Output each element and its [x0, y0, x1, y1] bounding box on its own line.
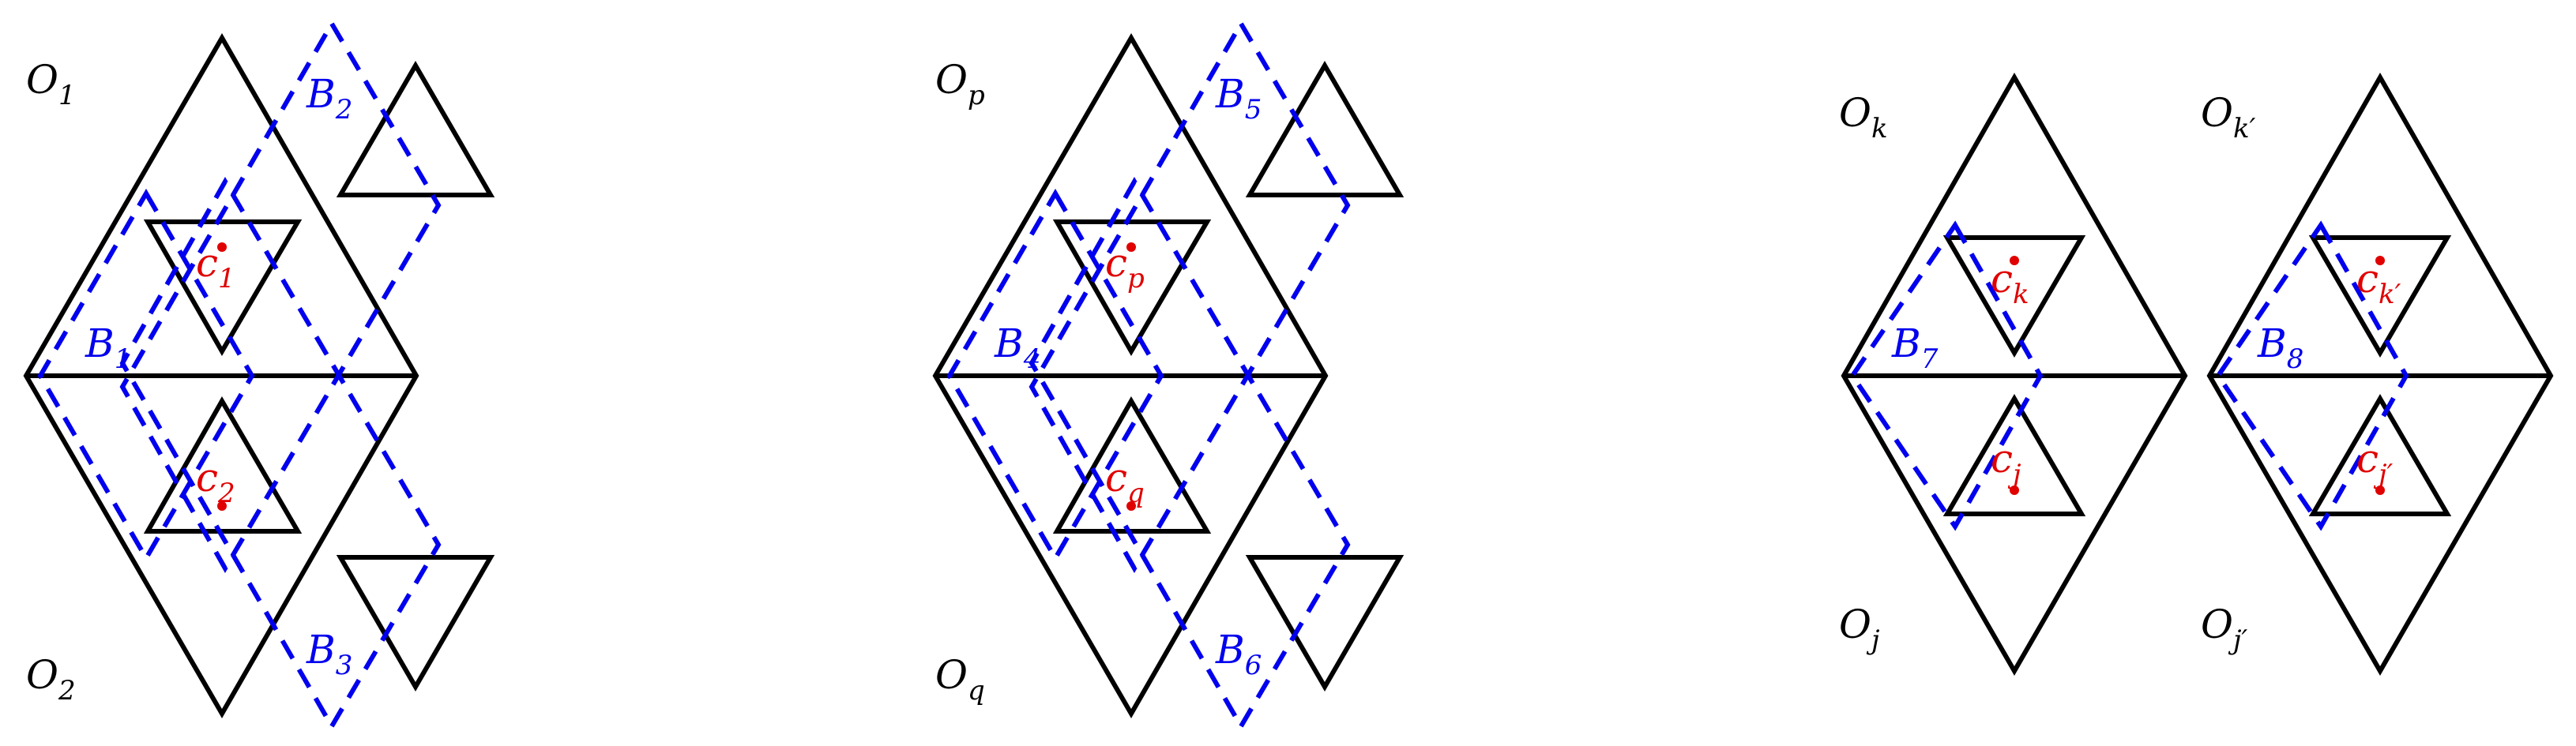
center-ck-dot: [2010, 256, 2019, 265]
inner-triangle-ckp: [2308, 235, 2452, 358]
rhombus-4: [2206, 72, 2554, 676]
label-cj: cj: [1991, 436, 2021, 490]
box-B3: [119, 176, 442, 731]
inner-triangle-cj: [1942, 394, 2086, 516]
label-c1: c1: [196, 240, 235, 294]
inner-triangle-cjp: [2308, 394, 2452, 516]
panel-2: Op Oq B5 B4 B6 cp cq: [932, 19, 1405, 731]
label-B6: B6: [1215, 627, 1262, 681]
inner-triangle-cq: [1052, 395, 1212, 534]
box-B6: [1029, 176, 1351, 731]
label-cp: cp: [1105, 240, 1145, 294]
inner-triangle-c1: [143, 219, 303, 356]
label-O1: O1: [26, 57, 76, 111]
label-ck: ck: [1991, 256, 2029, 310]
outer-triangle-bottom-1: [336, 555, 495, 692]
inner-triangle-cp: [1052, 219, 1212, 356]
label-B5: B5: [1215, 71, 1262, 126]
center-cp-dot: [1126, 242, 1136, 252]
box-B8: [2215, 220, 2409, 531]
box-B5: [1029, 19, 1351, 574]
box-B2: [119, 19, 442, 574]
label-B8: B8: [2257, 321, 2303, 375]
label-Op: Op: [935, 57, 985, 111]
outer-triangle-bottom-2: [1245, 555, 1405, 692]
label-cjp: cj′: [2356, 436, 2394, 490]
center-cq-dot: [1126, 501, 1136, 511]
center-ckp-dot: [2375, 256, 2385, 265]
panel-4: Ok′ Oj′ B8 ck′ cj′: [2201, 72, 2554, 676]
label-ckp: ck′: [2356, 256, 2401, 310]
label-B1: B1: [85, 321, 131, 375]
outer-triangle-top-2: [1245, 61, 1405, 197]
panel-1: O1 O2 B2 B1 B3 c1 c2: [23, 19, 495, 731]
rhombus-1: [23, 32, 419, 719]
panel-3: Ok Oj B7 ck cj: [1839, 72, 2188, 676]
rhombus-2: [932, 32, 1329, 719]
label-B3: B3: [306, 627, 352, 681]
label-Ok: Ok: [1839, 90, 1888, 144]
label-O2: O2: [26, 652, 76, 707]
center-c1-dot: [217, 242, 227, 252]
rhombus-3: [1841, 72, 2188, 676]
inner-triangle-c2: [143, 395, 303, 534]
label-c2: c2: [196, 455, 235, 509]
inner-triangle-ck: [1942, 235, 2086, 358]
box-B7: [1849, 220, 2044, 531]
center-cjp-dot: [2375, 485, 2385, 495]
label-Ojp: Oj′: [2201, 602, 2248, 656]
box-B1: [37, 189, 255, 563]
label-Oq: Oq: [935, 652, 985, 707]
center-c2-dot: [217, 501, 227, 511]
outer-triangle-top-1: [336, 61, 495, 197]
label-Okp: Ok′: [2201, 90, 2256, 144]
center-cj-dot: [2010, 485, 2019, 495]
label-B2: B2: [306, 71, 352, 126]
label-B7: B7: [1891, 321, 1939, 375]
label-B4: B4: [994, 321, 1040, 375]
label-Oj: Oj: [1839, 602, 1880, 656]
box-B4: [946, 189, 1164, 563]
label-cq: cq: [1105, 455, 1145, 509]
